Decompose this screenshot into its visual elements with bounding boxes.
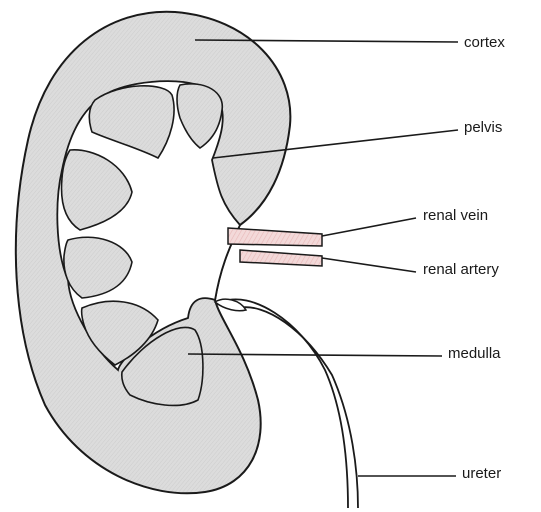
- renal-artery-vessel: [240, 250, 322, 266]
- pelvis-label: pelvis: [464, 120, 502, 135]
- ureter-label: ureter: [462, 466, 501, 481]
- leader-renal-vein: [322, 218, 416, 236]
- renal-artery-label: renal artery: [423, 262, 499, 277]
- renal-vein-label: renal vein: [423, 208, 488, 223]
- cortex-label: cortex: [464, 35, 505, 50]
- ureter-entry: [215, 299, 246, 311]
- medulla-label: medulla: [448, 346, 501, 361]
- renal-vein-vessel: [228, 228, 322, 246]
- leader-renal-artery: [322, 258, 416, 272]
